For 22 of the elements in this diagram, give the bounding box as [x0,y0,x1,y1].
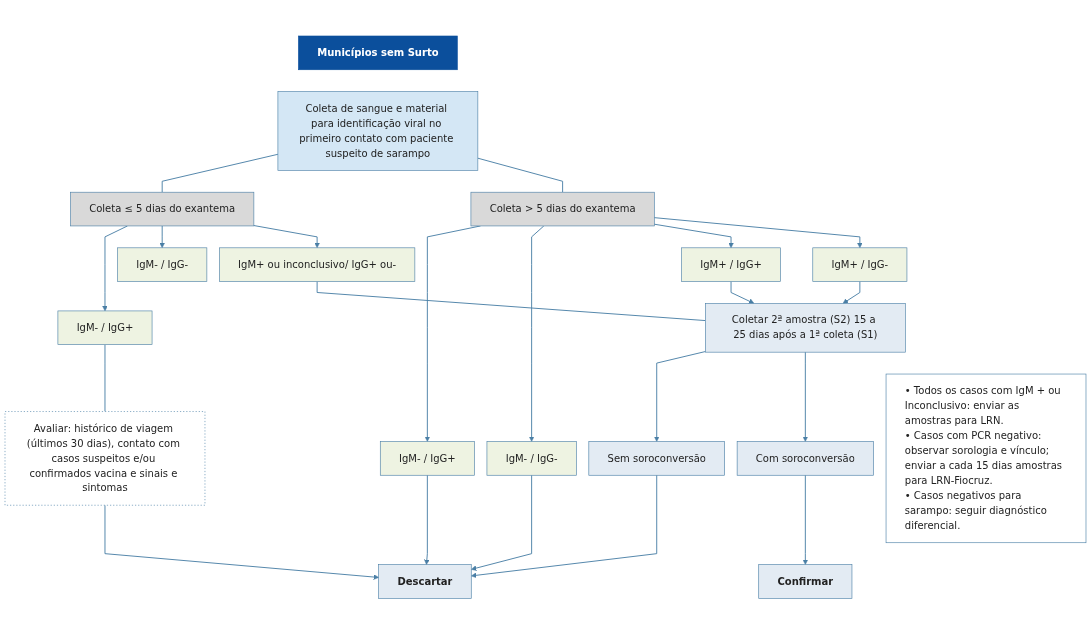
node-box: Sem soroconversão [588,441,725,476]
node-box: IgM+ / IgG- [812,247,908,283]
node-box: Coletar 2ª amostra (S2) 15 a 25 dias após a 1ª coleta (S1) [705,303,906,353]
connector [316,281,706,322]
connector [104,344,106,413]
node-box: Municípios sem Surto [298,36,458,71]
node-box: Confirmar [758,564,853,599]
node-box: IgM- / IgG+ [57,310,153,346]
node-box: Descartar [378,564,472,599]
node-box: IgM- / IgG- [486,441,577,476]
node-box: IgM+ / IgG+ [681,247,781,283]
node-box: Avaliar: histórico de viagem (últimos 30 dias), contato com casos suspeitos e/ou confirmados vacina e sinais e sintomas [4,411,206,506]
node-box: Coleta > 5 dias do exantema [470,192,655,227]
node-box: • Todos os casos com IgM + ou Inconclusivo: enviar as amostras para LRN. • Casos com PCR negativo: observar sorologia e vínculo; enviar a cada 15 dias amostras para LRN-Fiocruz. • Casos negativos para sarampo: seguir diagnóstico diferencial. [885,374,1087,544]
node-box: IgM+ ou inconclusivo/ IgG+ ou- [219,247,416,283]
node-box: Com soroconversão [736,441,874,476]
node-box: IgM- / IgG+ [379,441,475,476]
connector [161,154,279,193]
node-box: IgM- / IgG- [117,247,208,283]
node-box: Coleta ≤ 5 dias do exantema [70,192,255,227]
node-box: Coleta de sangue e material para identificação viral no primeiro contato com paciente suspeito de sarampo [277,91,479,171]
connector [477,158,564,193]
